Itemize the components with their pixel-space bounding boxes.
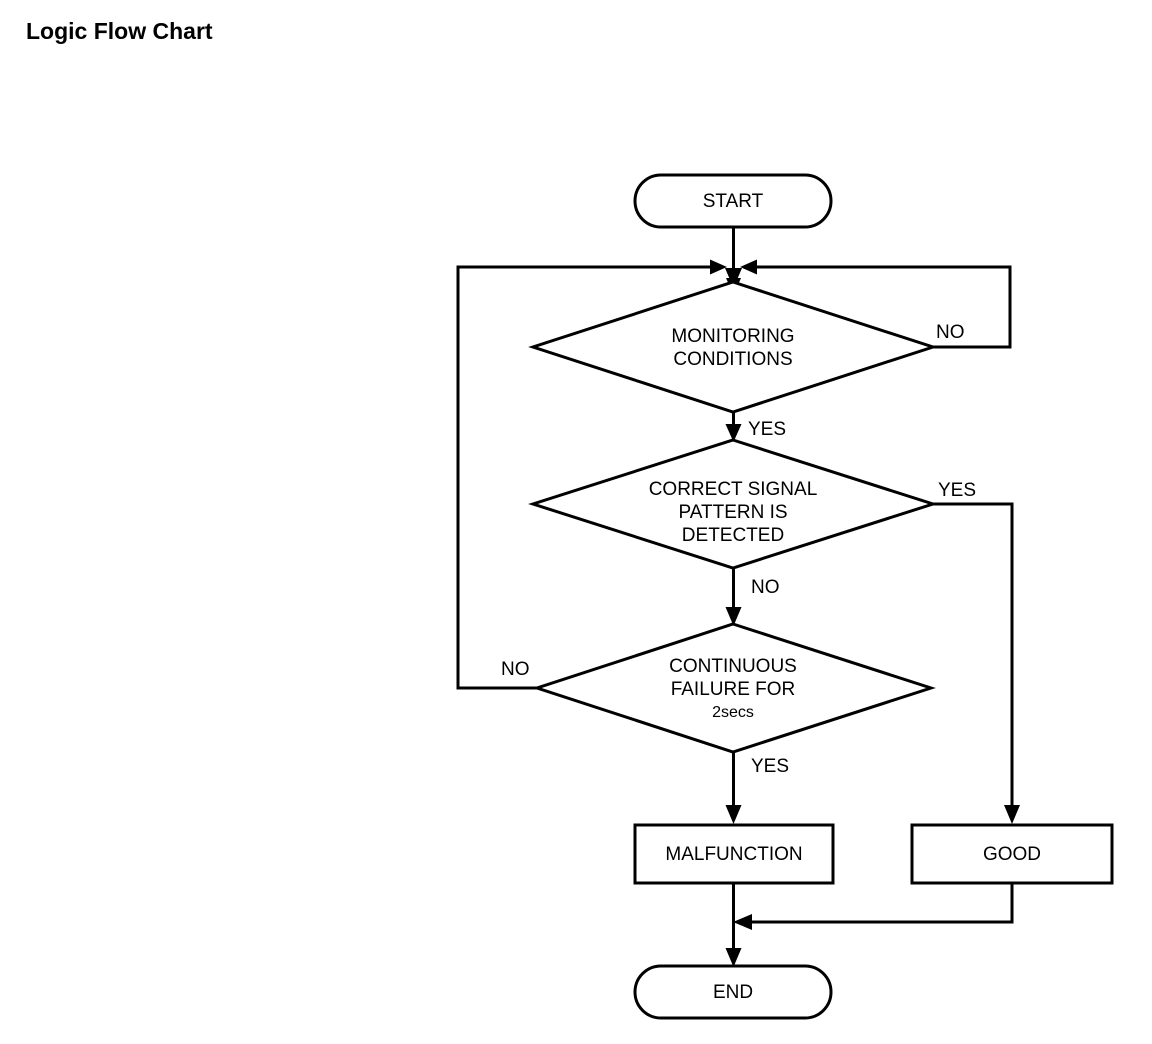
decision2-label-line3: DETECTED [682,525,784,546]
decision2-label-line2: PATTERN IS [678,502,787,523]
edge-label-no-monitoring: NO [936,322,965,343]
edge-label-yes-correct-signal: YES [938,480,976,501]
edge-decision3-no-loopback [456,259,727,690]
decision3-label-line3: 2secs [712,704,754,721]
edge-decision1-yes [725,412,742,442]
node-malfunction-label: MALFUNCTION [665,844,802,865]
decision1-label-line1: MONITORING [671,326,794,347]
edge-label-no-correct-signal: NO [751,577,780,598]
node-good-label: GOOD [983,844,1041,865]
edge-decision3-yes-to-malfunction [725,752,742,824]
edge-label-yes-continuous-failure: YES [751,756,789,777]
edge-label-no-continuous-failure: NO [501,659,530,680]
node-start-label: START [703,191,764,212]
edge-junction-to-decision1 [725,267,742,288]
node-decision-continuous-failure[interactable]: CONTINUOUS FAILURE FOR 2secs [532,622,936,754]
decision3-label-line2: FAILURE FOR [671,679,796,700]
edge-label-yes-monitoring: YES [748,419,786,440]
node-start[interactable]: START [633,173,833,229]
node-malfunction[interactable]: MALFUNCTION [633,823,835,885]
node-end[interactable]: END [633,964,833,1020]
edge-decision2-yes-to-good [933,502,1020,824]
edge-malfunction-to-end [725,883,742,967]
decision2-label-line1: CORRECT SIGNAL [649,479,818,500]
edge-decision1-no-loopback [740,259,1012,349]
edge-good-to-end-merge [733,883,1014,930]
node-good[interactable]: GOOD [910,823,1114,885]
edge-decision2-no [725,568,742,626]
decision1-label-line2: CONDITIONS [673,349,792,370]
node-decision-monitoring-conditions[interactable]: MONITORING CONDITIONS [528,280,938,414]
node-decision-correct-signal-pattern[interactable]: CORRECT SIGNAL PATTERN IS DETECTED [528,438,938,570]
page-title: Logic Flow Chart [26,18,213,44]
node-end-label: END [713,982,753,1003]
decision3-label-line1: CONTINUOUS [669,656,797,677]
